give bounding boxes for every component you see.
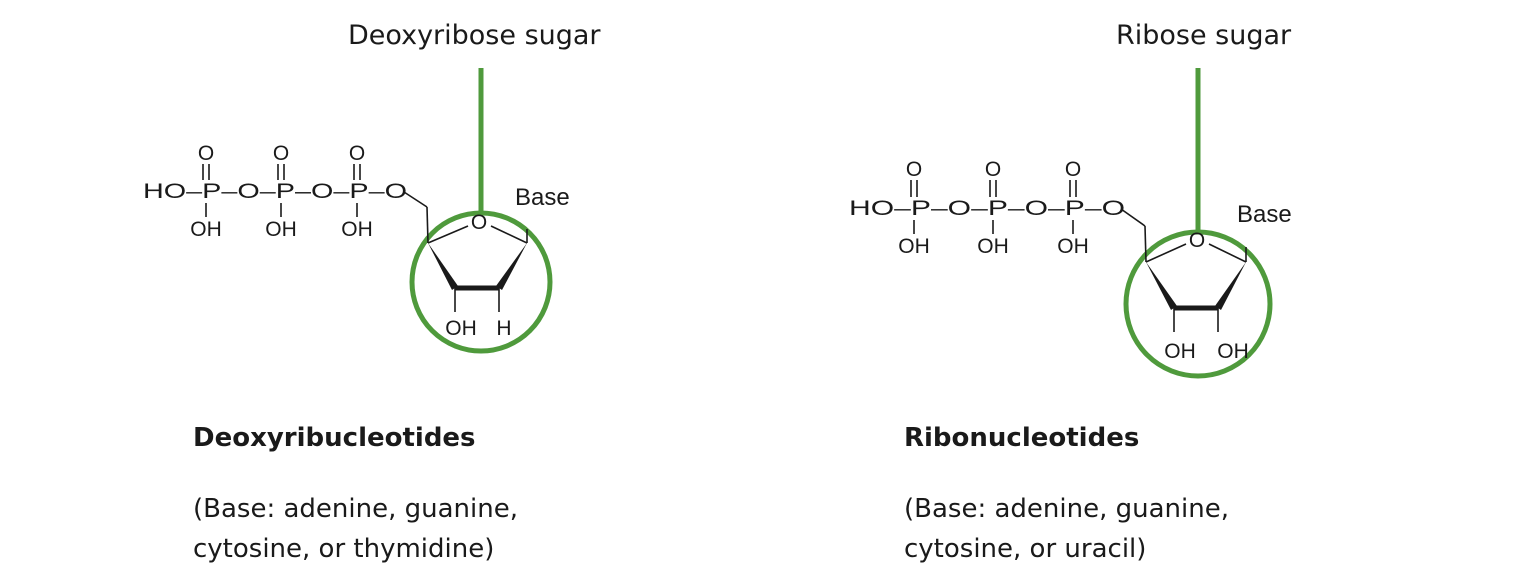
sugar-highlight-circle (409, 210, 553, 354)
c2-hydrogen: H (496, 317, 511, 340)
c2-hydroxyl: OH (1217, 340, 1249, 363)
deoxyribose-sugar-label: Deoxyribose sugar (348, 20, 601, 51)
ribonucleotide-structure: O O O HO–P–O–P–O–P–O OH OH OH O (849, 68, 1292, 379)
description-line-2: cytosine, or uracil) (904, 534, 1147, 564)
phosphate-oxygen-3: O (1065, 158, 1081, 181)
phosphate-double-bonds (202, 164, 361, 180)
phosphate-hydroxyl-3: OH (1057, 235, 1089, 258)
phosphate-double-bonds (910, 180, 1077, 197)
phosphate-hydroxyl-2: OH (977, 235, 1009, 258)
phosphate-hydroxyl-2: OH (265, 218, 297, 241)
ribose-ring: O (1145, 229, 1247, 332)
ring-oxygen: O (471, 211, 487, 234)
ribonucleotide-panel: Ribose sugar O O O HO–P–O–P–O–P–O OH OH … (768, 0, 1536, 581)
deoxyribonucleotide-structure: O O O HO–P–O–P–O–P–O OH OH OH O (143, 68, 570, 354)
c3-hydroxyl: OH (1164, 340, 1196, 363)
phosphate-single-bonds (205, 203, 358, 217)
phosphate-oxygen-3: O (349, 142, 365, 165)
description-line-1: (Base: adenine, guanine, (193, 494, 518, 524)
phosphate-oxygen-1: O (906, 158, 922, 181)
phosphate-hydroxyl-1: OH (190, 218, 222, 241)
ribonucleotides-heading: Ribonucleotides (904, 423, 1140, 453)
sugar-highlight-circle (1123, 229, 1273, 379)
phosphate-hydroxyl-3: OH (341, 218, 373, 241)
phosphate-hydroxyl-1: OH (898, 235, 930, 258)
ribose-sugar-label: Ribose sugar (1116, 20, 1292, 51)
triphosphate-chain: HO–P–O–P–O–P–O (143, 180, 407, 203)
c5-linker-bonds (403, 191, 429, 244)
c3-hydroxyl: OH (445, 317, 477, 340)
base-label: Base (515, 184, 570, 211)
phosphate-oxygen-2: O (273, 142, 289, 165)
phosphate-single-bonds (913, 220, 1074, 234)
phosphate-oxygen-2: O (985, 158, 1001, 181)
deoxyribonucleotides-heading: Deoxyribucleotides (193, 423, 476, 453)
deoxyribose-ring: O (427, 211, 528, 312)
ribonucleotides-description: (Base: adenine, guanine, cytosine, or ur… (904, 489, 1229, 569)
base-label: Base (1237, 201, 1292, 228)
c5-linker-bonds (1120, 208, 1147, 263)
triphosphate-chain: HO–P–O–P–O–P–O (849, 197, 1125, 220)
deoxyribonucleotides-description: (Base: adenine, guanine, cytosine, or th… (193, 489, 518, 569)
phosphate-oxygen-1: O (198, 142, 214, 165)
deoxyribonucleotide-panel: Deoxyribose sugar O O O HO–P–O–P–O–P–O O… (143, 20, 601, 569)
ring-oxygen: O (1189, 229, 1205, 252)
description-line-1: (Base: adenine, guanine, (904, 494, 1229, 524)
description-line-2: cytosine, or thymidine) (193, 534, 495, 564)
